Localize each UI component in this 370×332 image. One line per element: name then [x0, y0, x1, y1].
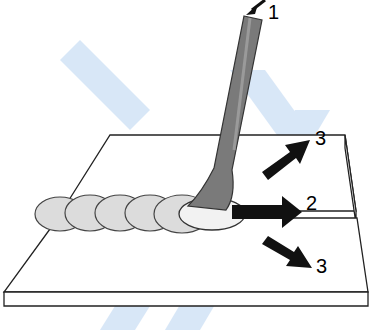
- callout-number: 3: [315, 128, 326, 148]
- front-plate-edge: [4, 292, 368, 306]
- arrows: [232, 0, 312, 268]
- back-plate-edge: [345, 135, 356, 224]
- callout-number: 3: [316, 256, 327, 276]
- callout-number: 1: [268, 2, 279, 22]
- callout-number: 2: [306, 193, 317, 213]
- electrode-highlight: [234, 18, 250, 150]
- electrode: [188, 16, 262, 210]
